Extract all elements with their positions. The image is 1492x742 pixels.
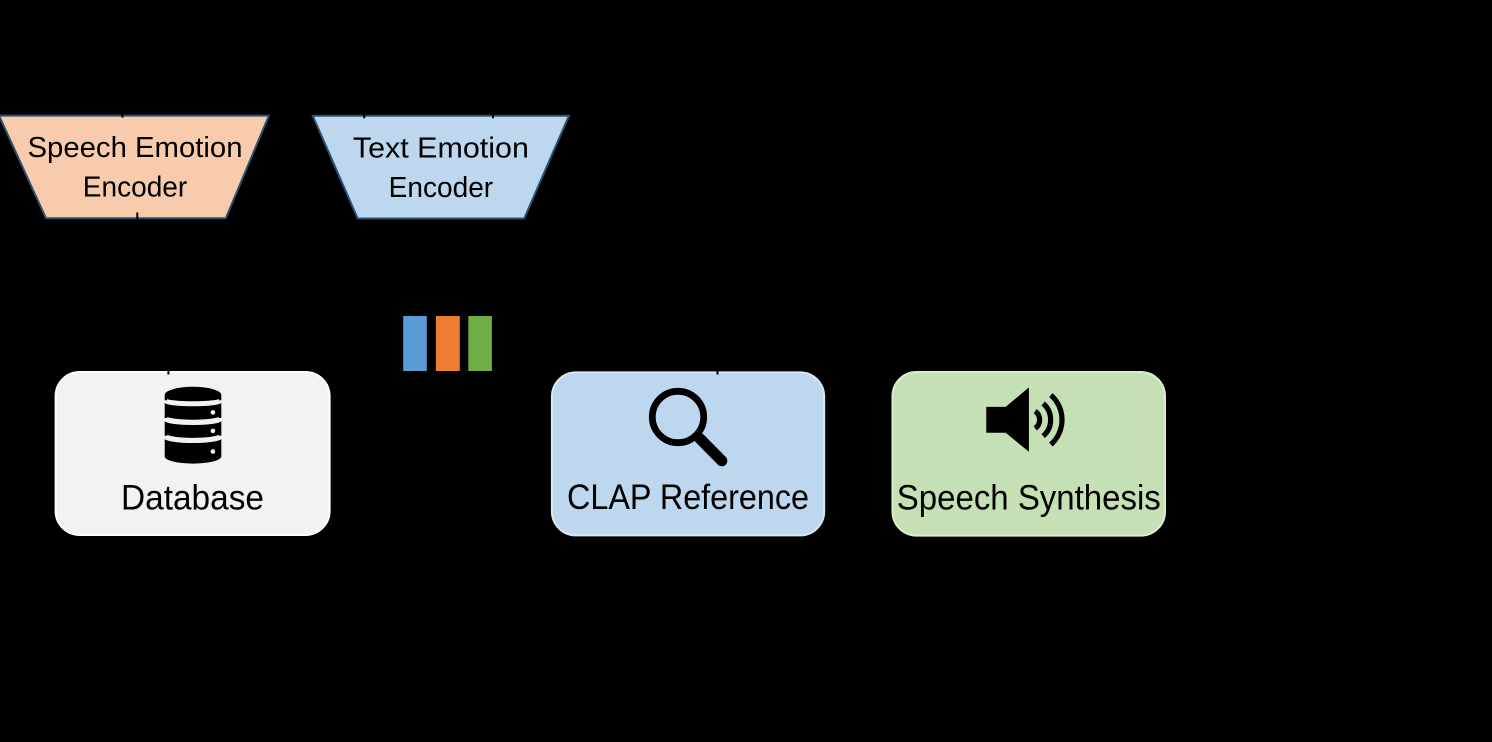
svg-text:Database: Database xyxy=(121,478,264,517)
svg-text:Speech Emotion: Speech Emotion xyxy=(28,132,243,164)
svg-text:Encoder: Encoder xyxy=(389,172,494,204)
svg-text:Encoder: Encoder xyxy=(83,171,188,203)
svg-text:Speech Synthesis: Speech Synthesis xyxy=(897,479,1161,518)
svg-text:Text Emotion: Text Emotion xyxy=(353,133,529,165)
svg-text:CLAP Reference: CLAP Reference xyxy=(567,478,809,517)
